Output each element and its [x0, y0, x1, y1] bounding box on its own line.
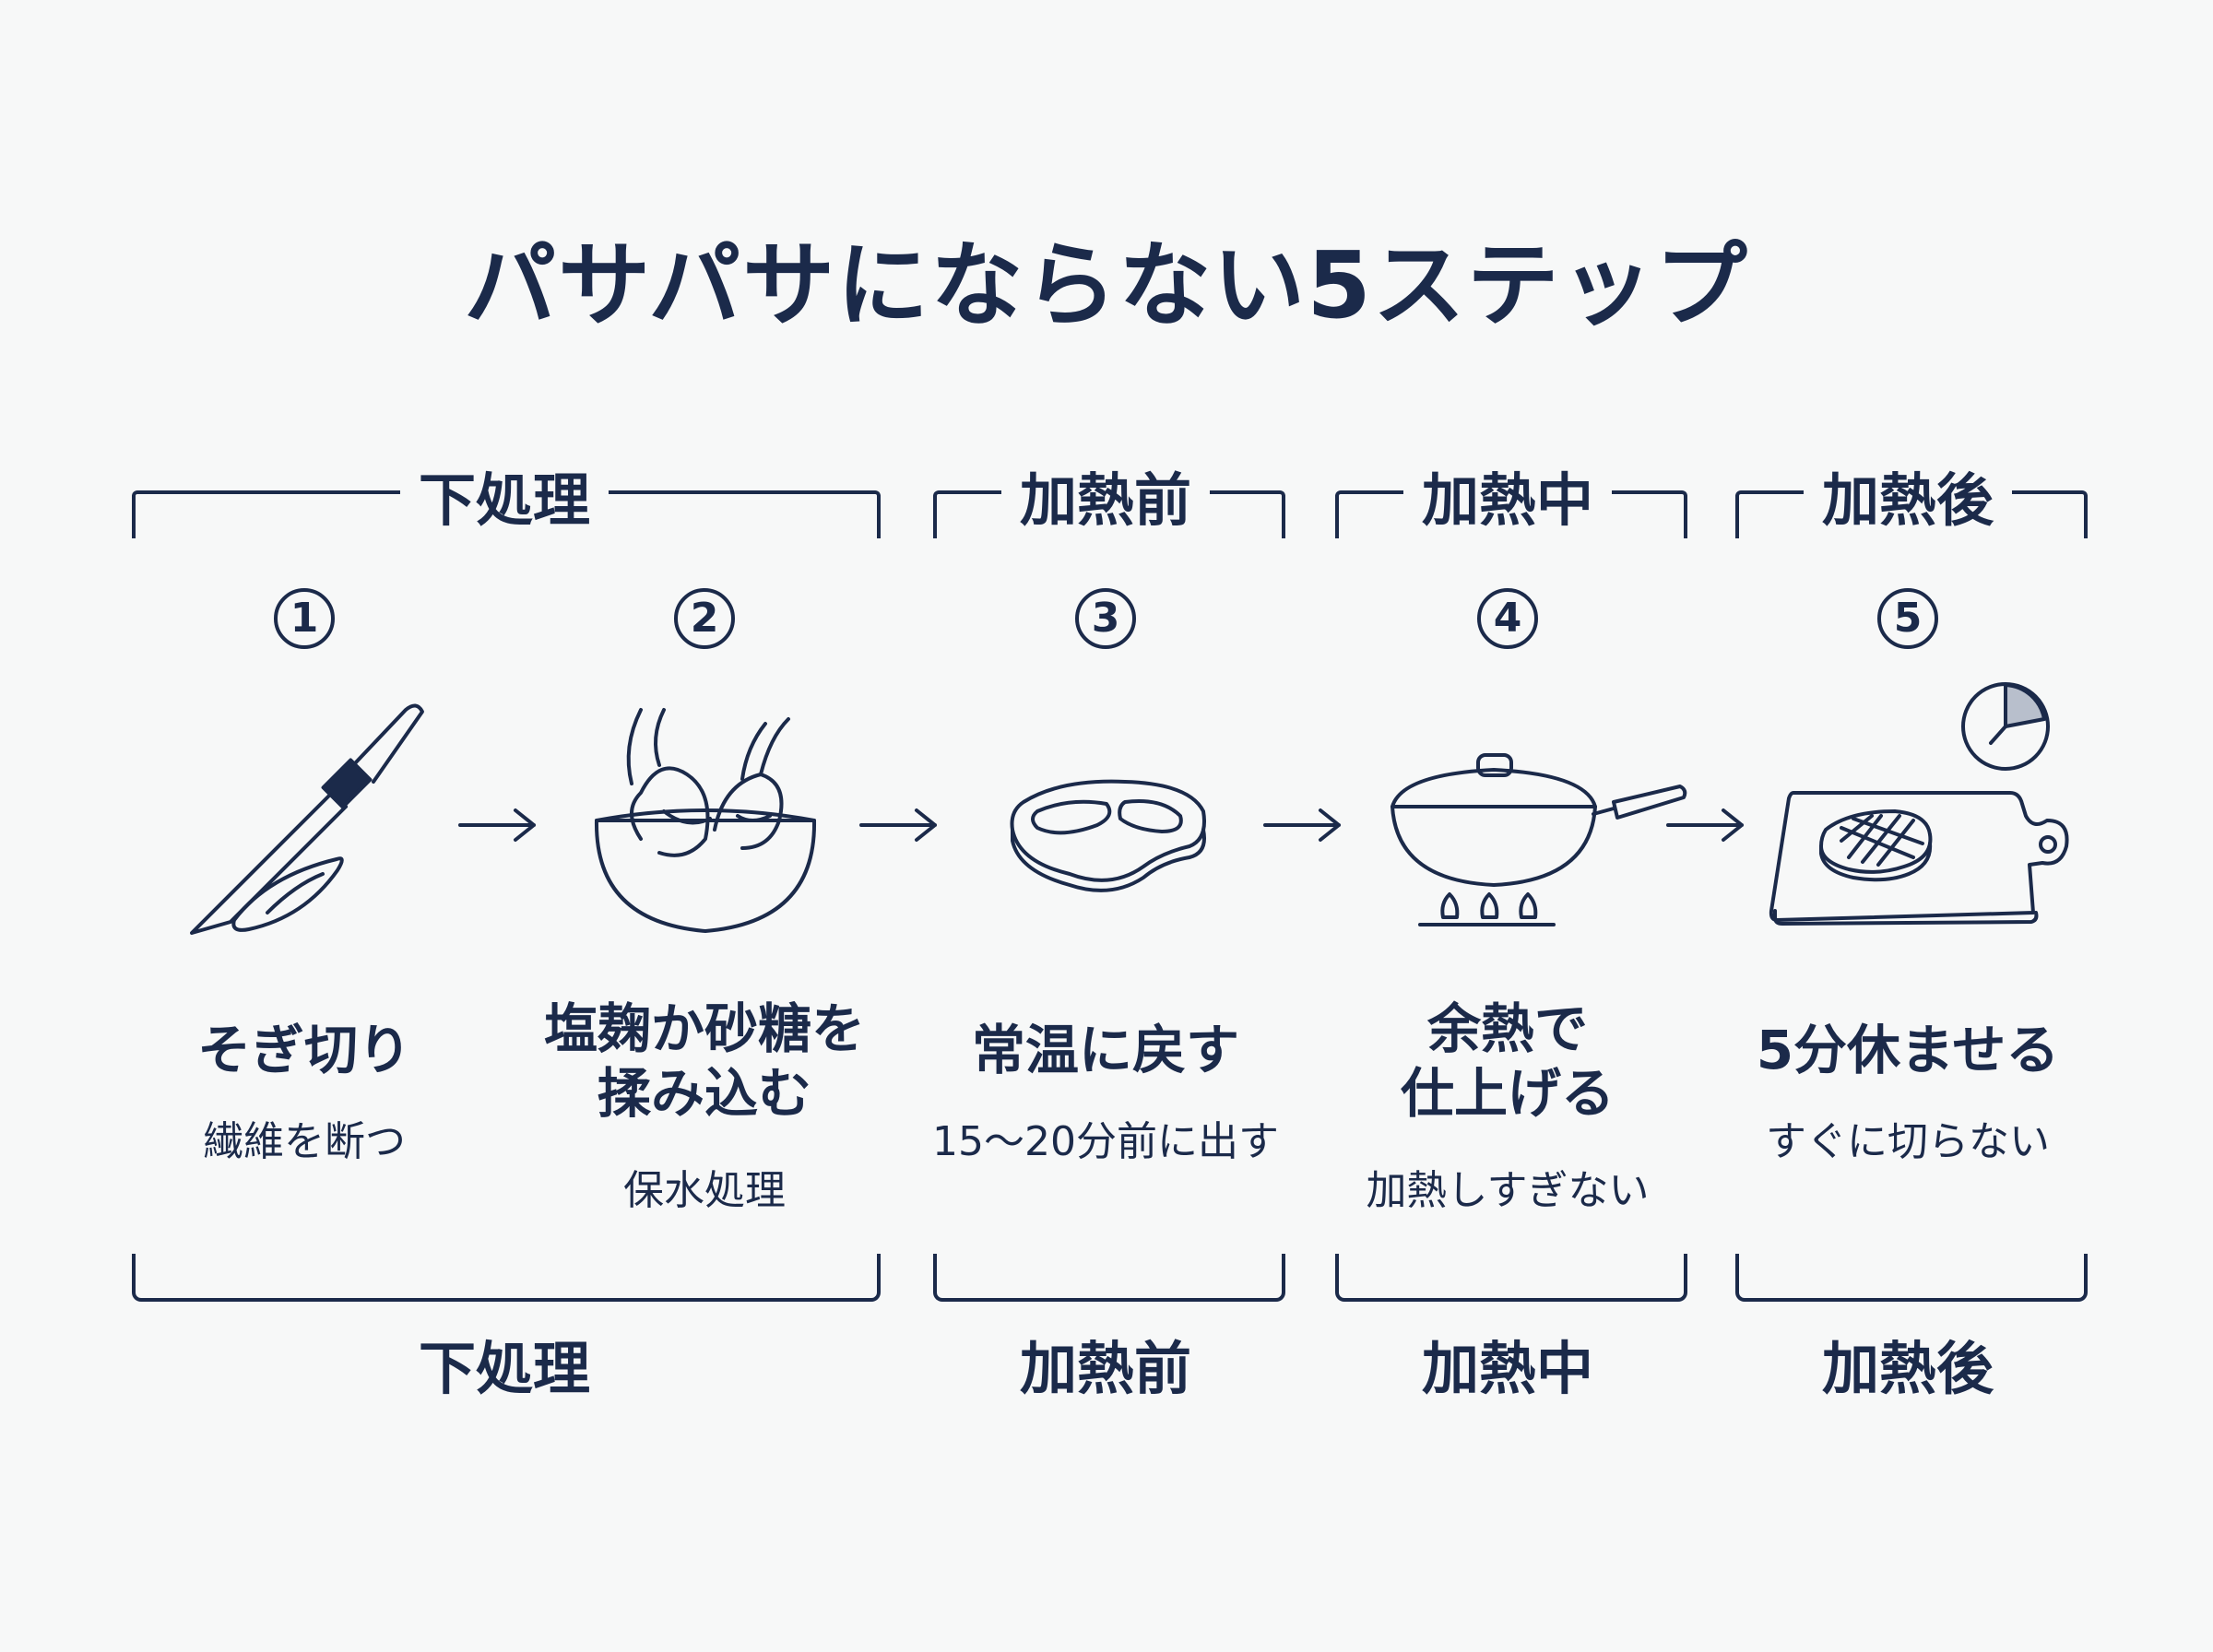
step-number-5: 5: [1877, 588, 1938, 649]
steak-icon: [1010, 779, 1206, 892]
phase-bracket-bottom-before: [933, 1254, 1285, 1302]
arrow-icon-4: [1666, 808, 1744, 842]
phase-label-bottom-after: 加熱後: [1821, 1335, 1994, 1402]
phase-label-top-prep: 下処理: [399, 454, 609, 537]
page-title: パサパサにならない5ステップ: [464, 231, 1749, 339]
step-title-1: そぎ切り: [196, 1019, 412, 1081]
phase-label-bottom-during: 加熱中: [1421, 1335, 1594, 1402]
phase-bracket-bottom-prep: [132, 1254, 881, 1302]
step-title-3: 常温に戻す: [971, 1019, 1240, 1081]
phase-label-top-during: 加熱中: [1402, 454, 1613, 537]
step-number-3: 3: [1075, 588, 1136, 649]
knife-icon: [190, 703, 424, 935]
cutting-board-clock-icon: [1769, 682, 2069, 926]
phase-label-top-before: 加熱前: [1000, 454, 1211, 537]
step-subtitle-5: すぐに切らない: [1766, 1118, 2050, 1165]
step-title-2b: 揉み込む: [597, 1062, 812, 1125]
phase-label-bottom-before: 加熱前: [1019, 1335, 1192, 1402]
phase-label-bottom-prep: 下処理: [418, 1335, 591, 1402]
step-title-5: 5分休ませる: [1756, 1019, 2060, 1081]
pan-on-stove-icon: [1391, 753, 1687, 926]
step-subtitle-1: 繊維を断つ: [203, 1118, 406, 1165]
step-subtitle-2: 保水処理: [623, 1167, 786, 1214]
phase-bracket-bottom-during: [1335, 1254, 1687, 1302]
step-title-2a: 塩麹か砂糖を: [543, 997, 866, 1060]
arrow-icon-3: [1263, 808, 1341, 842]
step-subtitle-3: 15〜20分前に出す: [932, 1118, 1279, 1165]
phase-label-top-after: 加熱後: [1803, 454, 2013, 537]
arrow-icon-1: [458, 808, 536, 842]
step-title-4a: 余熱で: [1426, 997, 1589, 1060]
step-title-4b: 仕上げる: [1400, 1062, 1615, 1125]
step-number-2: 2: [674, 588, 735, 649]
step-subtitle-4: 加熱しすぎない: [1366, 1167, 1650, 1214]
arrow-icon-2: [859, 808, 937, 842]
phase-bracket-bottom-after: [1735, 1254, 2088, 1302]
step-number-1: 1: [274, 588, 335, 649]
step-number-4: 4: [1477, 588, 1538, 649]
kneading-bowl-icon: [594, 708, 817, 933]
